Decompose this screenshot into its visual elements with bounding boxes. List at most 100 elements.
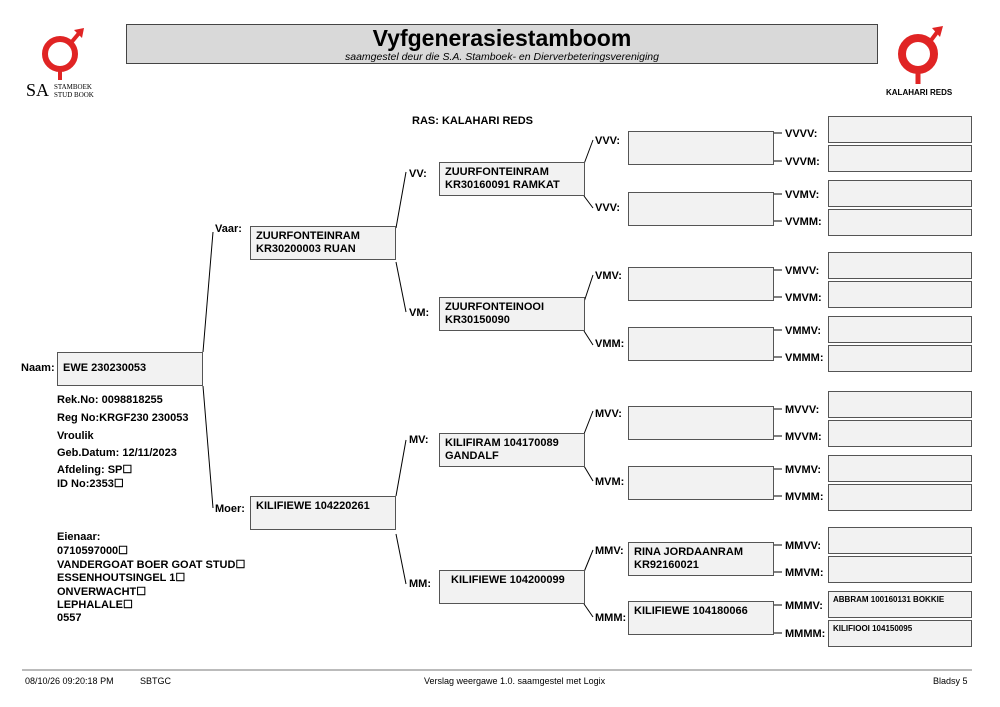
gggp-vvmv-label: VVMV: xyxy=(785,189,820,201)
sire-line-1: ZUURFONTEINRAM xyxy=(256,230,360,242)
footer-code: SBTGC xyxy=(140,676,172,686)
ggp-mmv-label: MMV: xyxy=(595,545,624,557)
gp-mm-box: KILIFIEWE 104200099 xyxy=(439,570,585,604)
report-header: Vyfgenerasiestamboom saamgestel deur die… xyxy=(126,24,878,64)
gggp-mmmm-label: MMMM: xyxy=(785,628,826,640)
gggp-vvvm-label: VVVM: xyxy=(785,156,820,168)
gp-mv-line-1: KILIFIRAM 104170089 xyxy=(445,437,559,449)
gp-mv-line-2: GANDALF xyxy=(445,450,499,462)
owner-street: ESSENHOUTSINGEL 1☐ xyxy=(57,572,186,584)
gggp-vmmm-label: VMMM: xyxy=(785,352,824,364)
gggp-mvmv-box xyxy=(828,455,972,482)
subject-name-box: EWE 230230053 xyxy=(57,352,203,386)
ggp-mmv-line-2: KR92160021 xyxy=(634,559,699,571)
ggp-vvv-2-box xyxy=(628,192,774,226)
owner-name: VANDERGOAT BOER GOAT STUD☐ xyxy=(57,559,246,571)
owner-postal-code: 0557 xyxy=(57,612,82,624)
gp-vm-label: VM: xyxy=(409,307,430,319)
gggp-vmvm-box xyxy=(828,281,972,308)
gggp-vvvv-label: VVVV: xyxy=(785,128,818,140)
footer-report-version: Verslag weergawe 1.0. saamgestel met Log… xyxy=(424,676,606,686)
gggp-mmvv-box xyxy=(828,527,972,554)
gggp-mvvm-box xyxy=(828,420,972,447)
ggp-mmv-line-1: RINA JORDAANRAM xyxy=(634,546,743,558)
stud-book-emblem-icon xyxy=(42,28,84,80)
ggp-vmm-label: VMM: xyxy=(595,338,625,350)
gggp-vvmm-label: VVMM: xyxy=(785,216,822,228)
sa-stud-book-logo: SA STAMBOEK STUD BOOK xyxy=(22,22,112,102)
kalahari-reds-logo: KALAHARI REDS xyxy=(880,22,964,102)
sire-box: ZUURFONTEINRAM KR30200003 RUAN xyxy=(250,226,396,260)
gp-mv-label: MV: xyxy=(409,434,429,446)
registration-number: Rek.No: 0098818255 xyxy=(57,394,163,406)
gggp-mmvm-label: MMVM: xyxy=(785,567,824,579)
footer-timestamp: 08/10/26 09:20:18 PM xyxy=(25,676,114,686)
subject-name-label: Naam: xyxy=(21,362,55,374)
gggp-vvvm-box xyxy=(828,145,972,172)
gp-vm-line-2: KR30150090 xyxy=(445,314,510,326)
dam-label: Moer: xyxy=(215,503,245,515)
ggp-mvm-box xyxy=(628,466,774,500)
gp-mv-box: KILIFIRAM 104170089 GANDALF xyxy=(439,433,585,467)
gggp-mvmm-label: MVMM: xyxy=(785,491,824,503)
ggp-mmm-box: KILIFIEWE 104180066 xyxy=(628,601,774,635)
kalahari-reds-label: KALAHARI REDS xyxy=(886,88,953,97)
kalahari-reds-emblem-icon xyxy=(898,26,943,84)
owner-phone: 0710597000☐ xyxy=(57,545,129,557)
id-number: ID No:2353☐ xyxy=(57,478,124,490)
ggp-vmv-box xyxy=(628,267,774,301)
gggp-mmmv-label: MMMV: xyxy=(785,600,823,612)
dam-box: KILIFIEWE 104220261 xyxy=(250,496,396,530)
gggp-mmmv-box: ABBRAM 100160131 BOKKIE xyxy=(828,591,972,618)
gggp-mvvm-label: MVVM: xyxy=(785,431,822,443)
footer-page-number: Bladsy 5 xyxy=(933,676,968,686)
ggp-mvm-label: MVM: xyxy=(595,476,625,488)
gggp-mmvm-box xyxy=(828,556,972,583)
gp-mm-label: MM: xyxy=(409,578,431,590)
gggp-vmvv-box xyxy=(828,252,972,279)
ggp-mvv-label: MVV: xyxy=(595,408,622,420)
ggp-mmv-box: RINA JORDAANRAM KR92160021 xyxy=(628,542,774,576)
gggp-vmmm-box xyxy=(828,345,972,372)
sire-line-2: KR30200003 RUAN xyxy=(256,243,356,255)
owner-suburb: ONVERWACHT☐ xyxy=(57,586,147,598)
gp-vv-line-1: ZUURFONTEINRAM xyxy=(445,166,549,178)
ggp-mvv-box xyxy=(628,406,774,440)
ggp-vvv-2-label: VVV: xyxy=(595,202,621,214)
gggp-vvmm-box xyxy=(828,209,972,236)
sire-label: Vaar: xyxy=(215,223,242,235)
gggp-mmmm-box: KILIFIOOI 104150095 xyxy=(828,620,972,647)
stud-book-text: STUD BOOK xyxy=(54,91,94,99)
owner-heading: Eienaar: xyxy=(57,531,101,543)
report-title: Vyfgenerasiestamboom xyxy=(372,25,632,51)
gggp-mvmm-box xyxy=(828,484,972,511)
subject-name: EWE 230230053 xyxy=(63,362,147,374)
gggp-mmmv-name: ABBRAM 100160131 BOKKIE xyxy=(833,595,945,604)
gggp-vmmv-box xyxy=(828,316,972,343)
gggp-mvmv-label: MVMV: xyxy=(785,464,822,476)
gp-vv-box: ZUURFONTEINRAM KR30160091 RAMKAT xyxy=(439,162,585,196)
gp-vm-line-1: ZUURFONTEINOOI xyxy=(445,301,544,313)
owner-town: LEPHALALE☐ xyxy=(57,599,133,611)
gggp-vvmv-box xyxy=(828,180,972,207)
gggp-mvvv-label: MVVV: xyxy=(785,404,820,416)
stamboek-text: STAMBOEK xyxy=(54,83,92,91)
gp-vv-label: VV: xyxy=(409,168,427,180)
gggp-mmvv-label: MMVV: xyxy=(785,540,822,552)
ggp-vmv-label: VMV: xyxy=(595,270,622,282)
birth-date: Geb.Datum: 12/11/2023 xyxy=(57,447,177,459)
gggp-mvvv-box xyxy=(828,391,972,418)
report-subtitle: saamgestel deur die S.A. Stamboek- en Di… xyxy=(344,51,659,63)
gggp-vmmv-label: VMMV: xyxy=(785,325,822,337)
breed-label: RAS: KALAHARI REDS xyxy=(412,115,533,127)
gp-vv-line-2: KR30160091 RAMKAT xyxy=(445,179,560,191)
sa-letters: SA xyxy=(26,80,50,100)
gggp-vvvv-box xyxy=(828,116,972,143)
ggp-mmm-line-1: KILIFIEWE 104180066 xyxy=(634,605,748,617)
gggp-vmvv-label: VMVV: xyxy=(785,265,820,277)
sex: Vroulik xyxy=(57,430,94,442)
ggp-vvv-1-box xyxy=(628,131,774,165)
ggp-mmm-label: MMM: xyxy=(595,612,627,624)
ggp-vvv-1-label: VVV: xyxy=(595,135,621,147)
